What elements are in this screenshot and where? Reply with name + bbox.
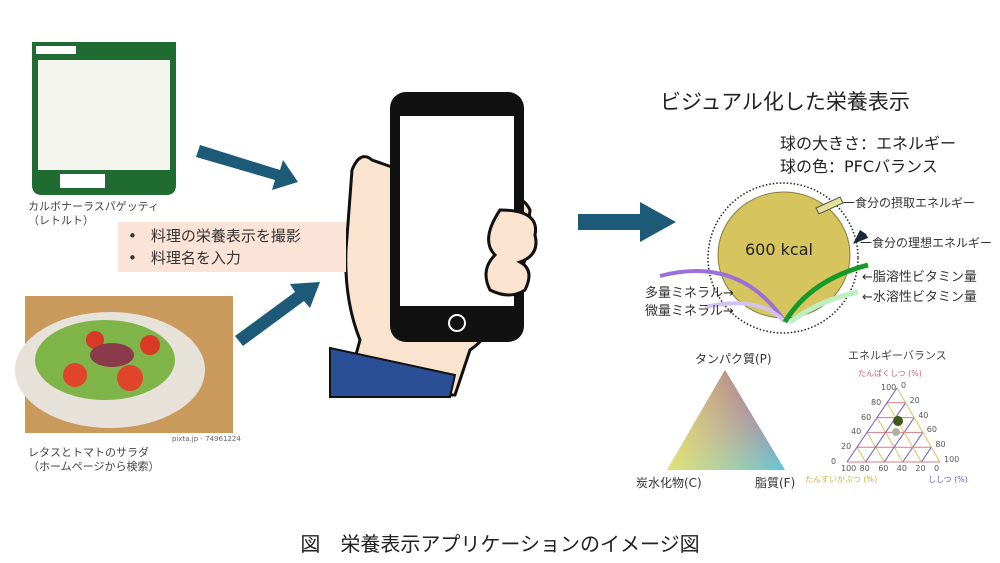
fat-grid-line [865, 402, 907, 463]
arrow-salad-to-phone [235, 282, 320, 346]
fat-tick: 100 [944, 455, 960, 464]
ideal-balance-point [892, 428, 900, 436]
carb-grid-line [896, 387, 941, 463]
protein-tick: 40 [851, 427, 862, 437]
salad-label: レタスとトマトのサラダ（ホームページから検索） [28, 446, 160, 473]
fat-tick: 80 [935, 440, 946, 450]
fat-tick: 20 [909, 395, 920, 405]
carb-axis-label: たんすいかぶつ (%) [805, 475, 878, 484]
fat-tick: 40 [918, 410, 929, 420]
figure-caption: 図 栄養表示アプリケーションのイメージ図 [300, 532, 700, 556]
macro-mineral-arc [659, 268, 787, 324]
legend: 球の大きさ：エネルギー球の色：PFCバランス [780, 134, 957, 176]
display-title: ビジュアル化した栄養表示 [660, 90, 910, 114]
water-vitamin-arc [788, 289, 859, 325]
carb-tick: 80 [859, 464, 870, 473]
fat-grid-line [883, 417, 915, 463]
carb-grid-line [856, 446, 867, 463]
trace-mineral-label: 微量ミネラル→ [645, 304, 734, 319]
protein-tick: 20 [841, 442, 852, 452]
carb-tick: 20 [915, 464, 926, 473]
input-steps-box: 料理の栄養表示を撮影料理名を入力 [118, 222, 346, 272]
package-label: カルボナーラスパゲッティ（レトルト） [28, 200, 160, 227]
ternary-title: エネルギーバランス [848, 349, 947, 362]
meal-balance-point [893, 416, 903, 426]
protein-tick: 100 [881, 383, 897, 392]
fat-axis-label: ししつ (%) [928, 475, 968, 484]
carb-tick: 60 [878, 464, 889, 473]
fat-tick: 0 [901, 381, 907, 390]
energy-value: 600 kcal [745, 240, 813, 259]
carb-tick: 100 [841, 464, 857, 473]
macro-mineral-label: 多量ミネラル→ [645, 286, 734, 301]
energy-balance-ternary-plot [846, 387, 941, 463]
step-item: 料理の栄養表示を撮影 [128, 225, 346, 247]
sleeve [329, 346, 457, 398]
ideal-pointer [853, 230, 868, 244]
carb-tick: 40 [896, 464, 907, 473]
water-vitamin-label: ←水溶性ビタミン量 [862, 290, 977, 305]
step-item: 料理名を入力 [128, 247, 346, 269]
retort-package-image [32, 42, 176, 195]
arrow-package-to-phone [196, 145, 298, 190]
salad-photo [15, 296, 233, 433]
carb-tick: 0 [934, 464, 940, 473]
ideal-energy-label: 一食分の理想エネルギー [860, 236, 993, 250]
carb-label: 炭水化物(C) [636, 476, 702, 490]
carb-grid-line [886, 402, 922, 463]
fat-grid-line [920, 446, 932, 463]
photo-credit: pixta.jp - 74961224 [172, 435, 241, 443]
protein-tick: 0 [831, 457, 837, 466]
intake-pointer [815, 196, 844, 215]
fat-label: 脂質(F) [755, 476, 796, 490]
home-button [448, 314, 466, 332]
protein-axis-label: たんぱくしつ (%) [858, 369, 922, 378]
arrow-phone-to-display [578, 202, 676, 242]
intake-energy-label: 一食分の摂取エネルギー [843, 196, 976, 210]
trace-mineral-arc [704, 301, 787, 324]
protein-tick: 80 [871, 397, 882, 407]
fat-vitamin-arc [782, 262, 869, 324]
carb-grid-line [876, 417, 904, 463]
protein-tick: 60 [861, 412, 872, 422]
ideal-energy-circle [707, 182, 859, 334]
fat-tick: 60 [926, 425, 937, 435]
protein-label: タンパク質(P) [695, 352, 772, 366]
hand-holding-phone [329, 92, 538, 398]
fat-vitamin-label: ←脂溶性ビタミン量 [862, 270, 977, 285]
fat-grid-line [846, 387, 898, 463]
